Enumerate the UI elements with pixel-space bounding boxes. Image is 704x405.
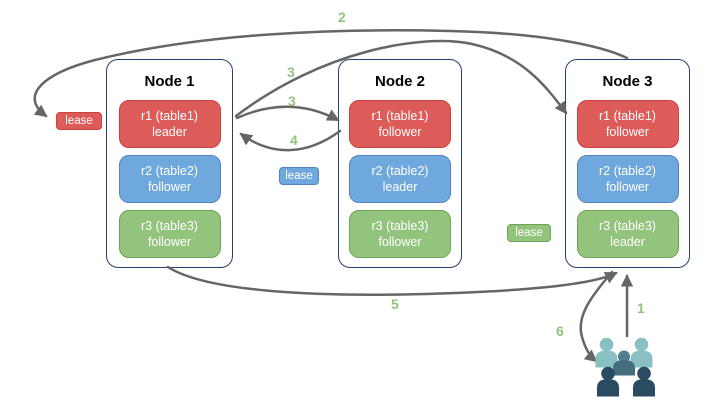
step-label-3-to-node3: 3 — [287, 64, 295, 80]
node-3-title: Node 3 — [602, 73, 653, 90]
node-1-replica-r2: r2 (table2) follower — [118, 155, 221, 203]
user-front-right-body — [633, 379, 655, 397]
lease-badge-r1: lease — [56, 112, 102, 130]
step-label-6: 6 — [556, 323, 564, 339]
user-middle-head — [618, 350, 630, 363]
replica-name: r2 (table2) — [371, 164, 429, 178]
replica-name: r3 (table3) — [141, 219, 198, 233]
node-2-title: Node 2 — [374, 73, 425, 90]
replica-role: follower — [605, 180, 650, 194]
replica-name: r1 (table1) — [141, 109, 198, 123]
arrow-step5-node1-to-node3 — [166, 265, 618, 296]
step-label-4: 4 — [290, 132, 298, 148]
user-back-right-head — [634, 337, 649, 352]
node-1-replica-r3: r3 (table3) follower — [118, 210, 221, 258]
lease-badge-r2: lease — [279, 167, 319, 185]
node-2-replica-r1: r1 (table1) follower — [349, 100, 451, 148]
node-3-replica-r2: r2 (table2) follower — [576, 155, 679, 203]
replica-name: r3 (table3) — [371, 219, 429, 233]
replica-role: follower — [147, 180, 192, 194]
user-middle-body — [613, 360, 635, 376]
node-1: Node 1 r1 (table1) leader r2 (table2) fo… — [106, 59, 233, 268]
replica-role: leader — [152, 125, 187, 139]
replica-role: follower — [378, 235, 422, 249]
replica-name: r2 (table2) — [141, 164, 198, 178]
arrow-step6-node3-to-users — [579, 270, 614, 363]
user-front-right-head — [637, 366, 651, 381]
step-label-1: 1 — [637, 300, 645, 316]
replica-role: follower — [605, 125, 650, 139]
replica-role: follower — [147, 235, 192, 249]
node-3: Node 3 r1 (table1) follower r2 (table2) … — [565, 59, 690, 268]
node-2-replica-r2: r2 (table2) leader — [349, 155, 451, 203]
user-front-left-body — [597, 379, 619, 397]
replica-name: r3 (table3) — [599, 219, 656, 233]
users-group-icon — [595, 337, 655, 397]
node-3-replica-r1: r1 (table1) follower — [576, 100, 679, 148]
step-label-5: 5 — [391, 296, 399, 312]
replica-role: leader — [610, 235, 645, 249]
user-back-left-body — [595, 350, 618, 368]
user-back-right-body — [630, 350, 653, 368]
replica-name: r1 (table1) — [371, 109, 429, 123]
node-2-replica-r3: r3 (table3) follower — [349, 210, 451, 258]
lease-badge-r3: lease — [507, 224, 551, 242]
replica-name: r2 (table2) — [599, 164, 656, 178]
step-label-2: 2 — [338, 9, 346, 25]
replica-role: follower — [378, 125, 422, 139]
replica-role: leader — [382, 180, 418, 194]
step-label-3-to-node2: 3 — [288, 93, 296, 109]
replica-name: r1 (table1) — [599, 109, 656, 123]
node-3-replica-r3: r3 (table3) leader — [576, 210, 679, 258]
user-back-left-head — [599, 337, 614, 352]
node-1-title: Node 1 — [144, 73, 195, 90]
node-1-replica-r1: r1 (table1) leader — [118, 100, 221, 148]
user-front-left-head — [601, 366, 615, 381]
node-2: Node 2 r1 (table1) follower r2 (table2) … — [338, 59, 462, 268]
